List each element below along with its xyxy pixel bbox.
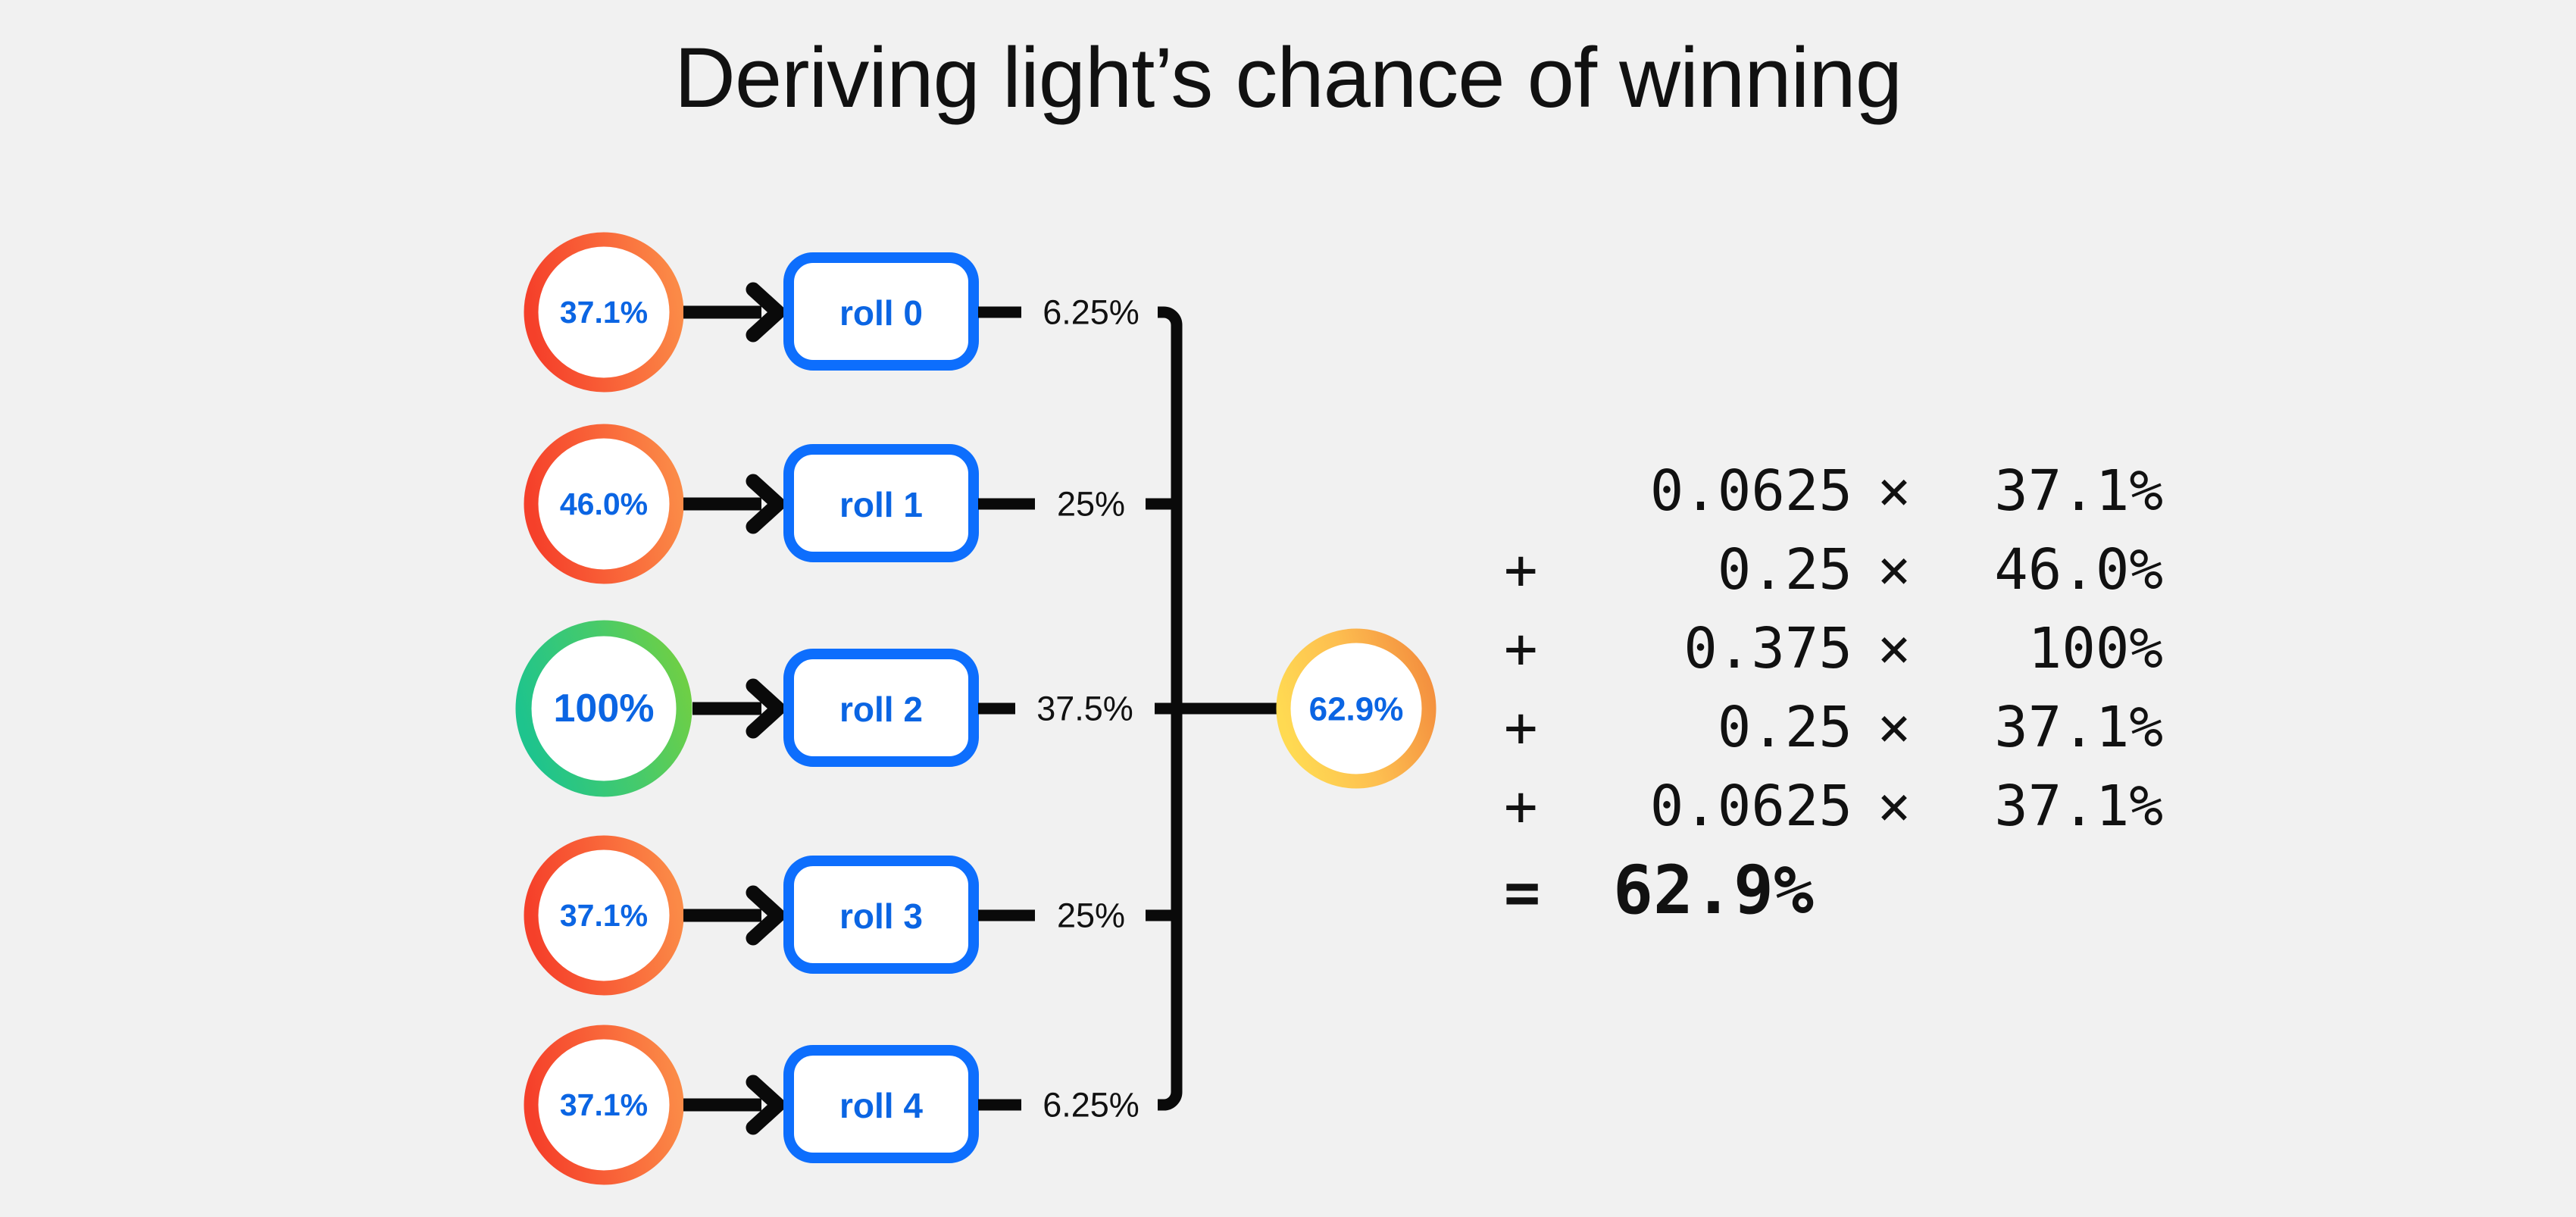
source-circle-0 [524,232,684,393]
edge-label-3: 25% [1057,896,1125,935]
page-title: Deriving light’s chance of winning [674,30,1902,125]
weighted-sum-equation: 0.0625 × 37.1% + 0.25 × 46.0% + 0.375 × … [1504,452,2163,935]
edge-elbow-4 [1158,1080,1183,1111]
equation-total-row: = 62.9% [1504,846,2163,935]
source-circle-label-3: 37.1% [560,898,648,933]
equation-operator: + [1504,695,1538,760]
multiply-icon: × [1877,616,1912,681]
roll-node-label-4: roll 4 [839,1086,923,1125]
source-circle-3 [524,835,684,996]
roll-node-label-3: roll 3 [839,896,923,936]
source-circle-label-2: 100% [554,687,655,731]
equation-coefficient: 0.25 [1717,695,1852,760]
roll-node-1[interactable] [783,444,979,562]
roll-node-label-1: roll 1 [839,485,923,524]
multiply-icon: × [1877,537,1912,602]
result-circle-label: 62.9% [1309,691,1404,728]
equation-coefficient: 0.25 [1717,537,1852,602]
edge-label-1: 25% [1057,485,1125,524]
roll-node-label-2: roll 2 [839,690,923,729]
edge-elbow-0 [1158,306,1183,337]
multiply-icon: × [1877,458,1912,524]
equation-coefficient: 0.0625 [1649,774,1852,839]
equation-row: + 0.0625 × 37.1% [1504,767,2163,846]
flow-row-1: 46.0% roll 1 25% [524,424,1177,584]
equation-coefficient: 0.375 [1683,616,1852,681]
equation-row: 0.0625 × 37.1% [1504,452,2163,530]
source-circle-4 [524,1025,684,1185]
roll-node-3[interactable] [783,856,979,974]
edge-label-2: 37.5% [1036,690,1133,728]
equation-row: + 0.25 × 46.0% [1504,530,2163,609]
equation-total-value: 62.9% [1613,851,1814,929]
arrow-head-3 [746,885,786,946]
flow-row-4: 37.1% roll 4 6.25% [524,1025,1183,1185]
flow-row-2: 100% roll 2 37.5% [515,620,1321,797]
equation-value: 37.1% [1994,458,2163,524]
roll-node-label-0: roll 0 [839,293,923,333]
edge-label-0: 6.25% [1043,293,1140,332]
flow-row-3: 37.1% roll 3 25% [524,835,1177,996]
equation-value: 100% [2027,616,2163,681]
source-circle-label-1: 46.0% [560,486,648,521]
roll-node-4[interactable] [783,1045,979,1163]
source-circle-1 [524,424,684,584]
multiply-icon: × [1877,774,1912,839]
arrow-head-0 [746,282,786,343]
multiply-icon: × [1877,695,1912,760]
arrow-head-2 [746,678,786,739]
equals-operator: = [1504,857,1541,928]
equation-row: + 0.375 × 100% [1504,609,2163,688]
equation-operator: + [1504,774,1538,839]
equation-value: 37.1% [1994,695,2163,760]
equation-operator: + [1504,537,1538,602]
equation-coefficient: 0.0625 [1649,458,1852,524]
edge-label-4: 6.25% [1043,1086,1140,1125]
equation-value: 37.1% [1994,774,2163,839]
source-circle-label-0: 37.1% [560,295,648,330]
roll-node-2[interactable] [783,649,979,767]
arrow-head-4 [746,1075,786,1135]
result-circle [1276,628,1436,789]
roll-node-0[interactable] [783,252,979,371]
source-circle-label-4: 37.1% [560,1087,648,1122]
result-node[interactable]: 62.9% [1276,628,1436,789]
equation-value: 46.0% [1994,537,2163,602]
flow-row-0: 37.1% roll 0 6.25% [524,232,1183,393]
arrow-head-1 [746,474,786,534]
equation-operator: + [1504,616,1538,681]
source-circle-2 [515,620,692,797]
equation-row: + 0.25 × 37.1% [1504,688,2163,767]
